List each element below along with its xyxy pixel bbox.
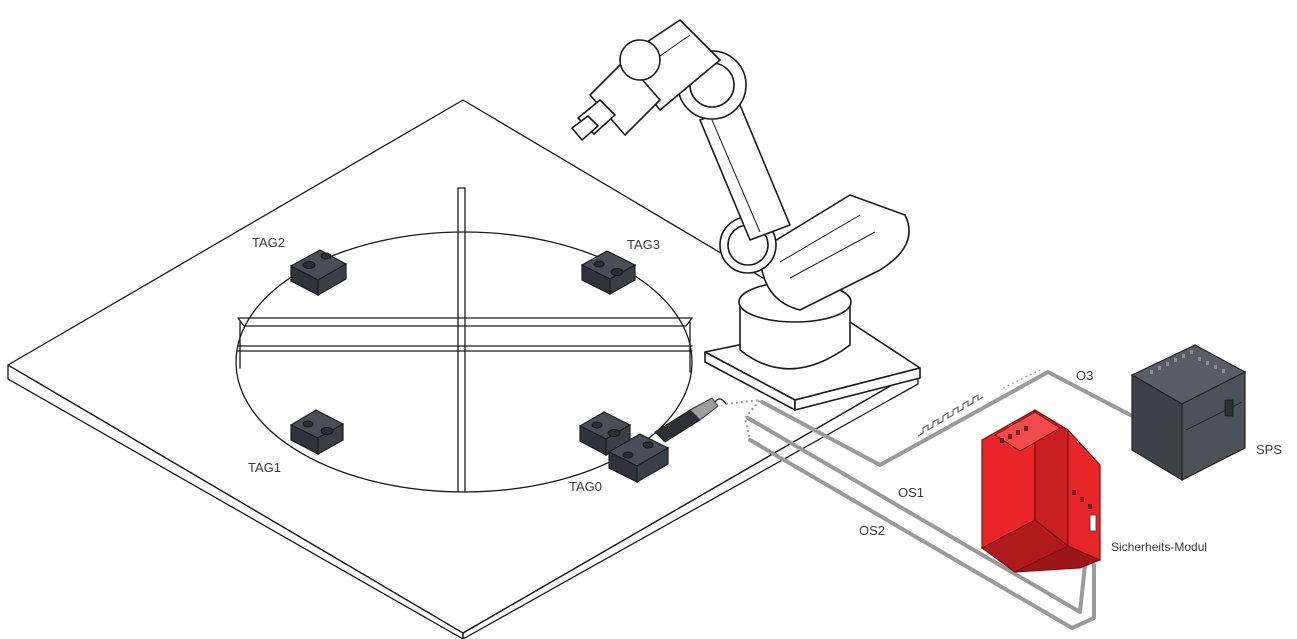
label-sps: SPS [1256,442,1282,457]
tag2-actuator [289,249,348,297]
plc-sps [1130,344,1247,482]
label-os2: OS2 [859,523,885,538]
cable-os1 [746,416,1087,614]
rfid-sensor [607,397,727,484]
label-safety-module: Sicherheits-Modul [1111,540,1207,554]
label-os1: OS1 [898,485,924,500]
label-tag3: TAG3 [627,237,660,252]
cable-o3 [760,370,1142,467]
label-tag2: TAG2 [252,235,285,250]
tag1-actuator [289,409,345,456]
label-tag1: TAG1 [248,460,281,475]
cable-os2 [748,438,1096,630]
label-tag0: TAG0 [569,479,602,494]
tag0-actuator [578,411,632,457]
cables [725,369,1142,630]
tag3-actuator [580,250,637,296]
pulse-signal [917,393,984,437]
robot-arm [571,19,921,411]
label-o3: O3 [1076,368,1093,383]
safety-module [980,408,1102,573]
rotary-table [235,187,693,493]
